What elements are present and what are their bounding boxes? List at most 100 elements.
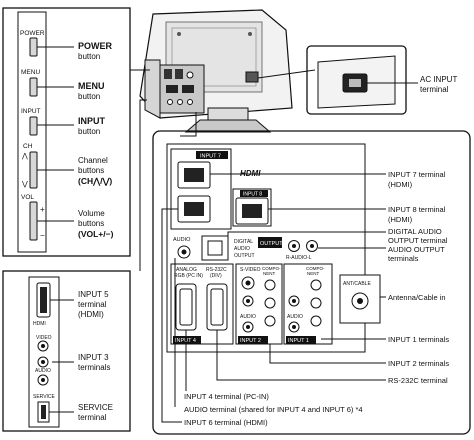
- digital-audio-leader: [227, 231, 386, 236]
- output-tag-bg: [258, 237, 282, 248]
- input2-tag-bg: [238, 336, 268, 344]
- power-label: POWER: [78, 41, 113, 51]
- volume-rocker-button[interactable]: [29, 201, 38, 241]
- input6-leader: [161, 208, 182, 423]
- input2-video-jack-pin: [246, 299, 250, 303]
- input2-audio-text: AUDIO: [240, 314, 256, 320]
- side-panel-frame: [2, 270, 131, 432]
- input-key-text: INPUT: [21, 108, 41, 115]
- input1-callout: INPUT 1 terminals: [388, 335, 449, 344]
- rs232c-text-1: RS-232C: [206, 267, 227, 273]
- ch-down-glyph: ⋁: [21, 180, 28, 188]
- input6-callout: INPUT 6 terminal (HDMI): [184, 418, 268, 427]
- tv-to-side-line: [139, 99, 147, 271]
- output-tag: OUTPUT: [260, 241, 283, 247]
- digital-audio-port-inner: [207, 240, 223, 256]
- input6-hdmi-slot: [184, 202, 204, 216]
- input5-label-2: terminal: [78, 300, 107, 309]
- input3-label-2: terminals: [78, 363, 110, 372]
- side-audio-text: AUDIO: [35, 368, 51, 374]
- controls-panel-frame: [2, 7, 131, 257]
- input1-y-jack[interactable]: [310, 279, 322, 291]
- digital-audio-text-3: OUTPUT: [234, 253, 255, 259]
- input1-audio-text: AUDIO: [287, 314, 303, 320]
- compo1-text-2: NENT: [307, 271, 320, 276]
- input-label: INPUT: [78, 116, 106, 126]
- menu-button[interactable]: [29, 77, 38, 97]
- side-hdmi-text: HDMI: [33, 321, 46, 327]
- service-label-1: SERVICE: [78, 403, 113, 412]
- input8-callout-2: (HDMI): [388, 215, 413, 224]
- tv-back-illustration: [139, 9, 293, 133]
- service-label-2: terminal: [78, 413, 107, 422]
- input1-pr-jack[interactable]: [310, 315, 322, 327]
- input3-label-1: INPUT 3: [78, 353, 109, 362]
- input2-pr-jack[interactable]: [264, 315, 276, 327]
- digital-audio-text-1: DIGITAL: [234, 239, 253, 245]
- audio-output-callout-1: AUDIO OUTPUT: [388, 245, 445, 254]
- digital-audio-callout-2: OUTPUT terminal: [388, 236, 448, 245]
- vol-key-text: VOL: [21, 194, 34, 201]
- ch-up-glyph: ⋀: [21, 152, 28, 160]
- input7-hdmi-slot: [184, 168, 204, 182]
- rs232c-text-2: (DIV): [210, 273, 222, 279]
- audio-out-l-pin: [310, 244, 314, 248]
- rs232c-callout: RS-232C terminal: [388, 376, 448, 385]
- input8-tag-bg: [240, 190, 268, 197]
- analog-rgb-text-2: RGB (PC IN): [174, 273, 203, 279]
- compo2-text-1: COMPO-: [262, 266, 281, 271]
- input5-hdmi-slot: [40, 287, 47, 313]
- rear-panel-frame: [152, 130, 471, 435]
- input2-pb-jack[interactable]: [264, 297, 276, 309]
- audio-out-r-pin: [292, 244, 296, 248]
- digital-audio-text-2: AUDIO: [234, 246, 250, 252]
- input2-leader: [269, 344, 386, 364]
- side-video-text: VIDEO: [36, 335, 52, 341]
- menu-key-text: MENU: [21, 69, 40, 76]
- tv-to-ac-line: [257, 69, 316, 79]
- side-service-text: SERVICE: [33, 394, 56, 400]
- input1-tag: INPUT 1: [288, 338, 309, 344]
- power-button[interactable]: [29, 37, 38, 57]
- input1-tag-bg: [286, 336, 316, 344]
- rs232c-leader: [216, 330, 386, 381]
- power-label-sub: button: [78, 52, 100, 61]
- input2-y-jack[interactable]: [264, 279, 276, 291]
- ac-input-socket-pins: [349, 79, 361, 87]
- svideo-text: S-VIDEO: [240, 267, 261, 273]
- rs232c-port-pins: [210, 288, 224, 326]
- power-key-text: POWER: [20, 30, 45, 37]
- input4-tag-bg: [173, 336, 201, 344]
- vol-plus-glyph: +: [40, 205, 45, 214]
- vol-minus-glyph: −: [40, 231, 45, 240]
- channel-label: Channel: [78, 156, 108, 165]
- input1-video-jack-pin: [292, 299, 296, 303]
- digital-audio-callout-1: DIGITAL AUDIO: [388, 227, 442, 236]
- ac-label-2: terminal: [420, 85, 449, 94]
- input5-label-3: (HDMI): [78, 310, 104, 319]
- channel-label-code: (CH⋀/⋁): [78, 176, 112, 186]
- rl-audio-text: R-AUDIO-L: [286, 255, 312, 261]
- input8-box: [232, 188, 272, 227]
- hdmi-group-box: [170, 148, 232, 230]
- ac-panel-frame: [306, 45, 407, 115]
- input8-hdmi-slot: [242, 204, 262, 218]
- audio-output-callout-2: terminals: [388, 254, 419, 263]
- ch-key-text: CH: [23, 143, 33, 150]
- tv-to-rear-line: [180, 112, 197, 137]
- analog-rgb-text-1: ANALOG: [176, 267, 197, 273]
- input3-audio-l-pin: [41, 360, 45, 364]
- input-button[interactable]: [29, 116, 38, 136]
- volume-label-code: (VOL+/−): [78, 229, 114, 239]
- audio-pc-text: AUDIO: [173, 237, 191, 243]
- input8-callout-1: INPUT 8 terminal: [388, 205, 446, 214]
- antenna-jack-pin: [357, 298, 363, 304]
- input2-tag: INPUT 2: [240, 338, 261, 344]
- input7-callout-2: (HDMI): [388, 180, 413, 189]
- input2-callout: INPUT 2 terminals: [388, 359, 449, 368]
- channel-rocker-button[interactable]: [29, 151, 38, 189]
- compo2-text-2: NENT: [263, 271, 276, 276]
- menu-label: MENU: [78, 81, 105, 91]
- input1-pb-jack[interactable]: [310, 297, 322, 309]
- pc-in-port-pins: [179, 288, 193, 326]
